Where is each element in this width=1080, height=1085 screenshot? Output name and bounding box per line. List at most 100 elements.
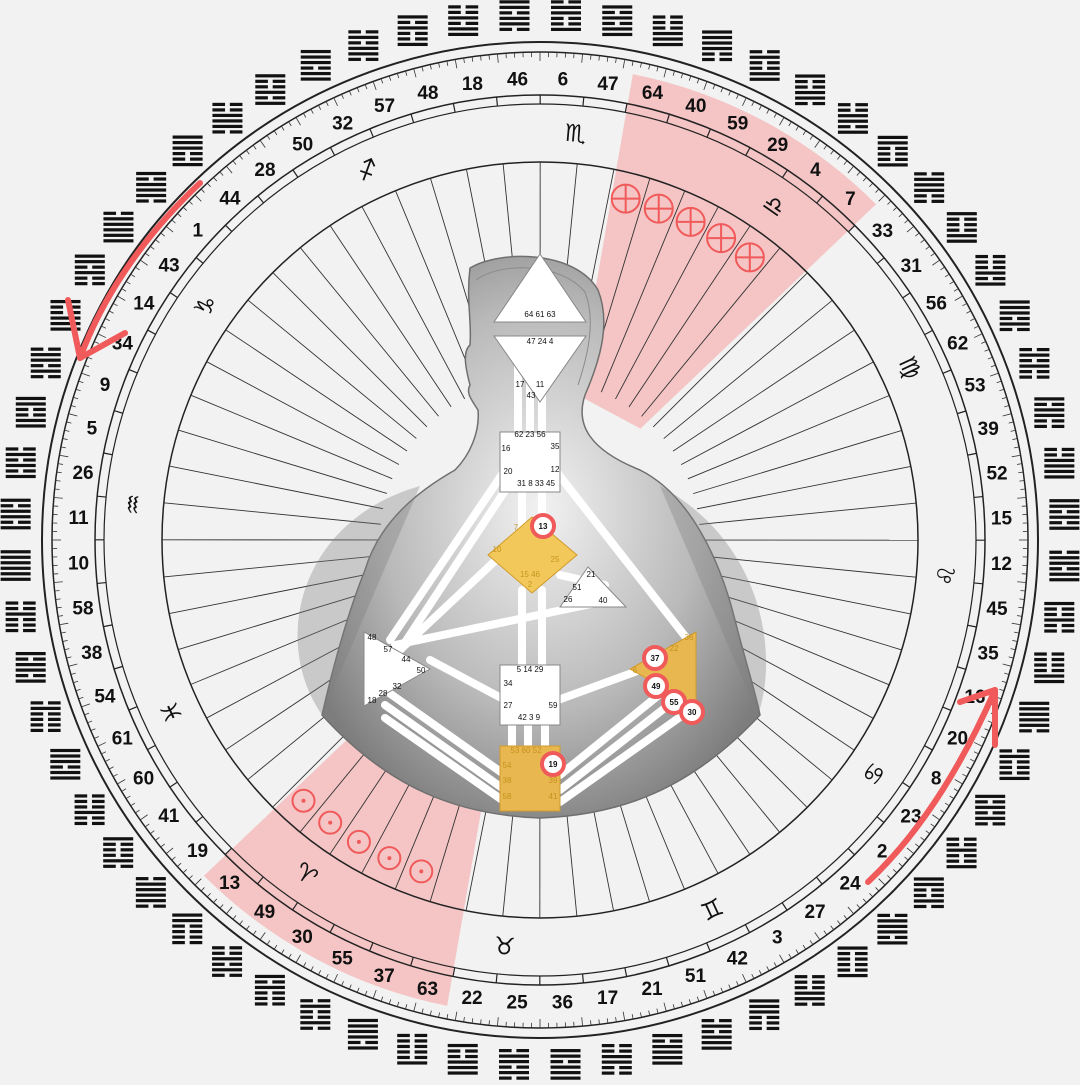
- degree-tick: [664, 69, 666, 78]
- degree-tick: [713, 84, 715, 89]
- gate-divider: [258, 196, 264, 203]
- degree-tick: [71, 673, 76, 674]
- hexagram-icon: [136, 172, 166, 203]
- degree-tick: [926, 831, 930, 834]
- degree-tick: [974, 326, 978, 328]
- degree-tick: [831, 150, 834, 154]
- gate-divider: [957, 411, 966, 414]
- gate-number-11: 11: [69, 508, 90, 529]
- degree-tick: [837, 921, 840, 925]
- spleen-gate-28: 28: [379, 689, 388, 698]
- throat-gates-bottom: 31 8 33 45: [517, 479, 555, 488]
- degree-tick: [945, 803, 949, 806]
- degree-tick: [389, 999, 391, 1004]
- gate-divider: [816, 877, 822, 884]
- degree-tick: [803, 131, 806, 135]
- hexagram-icon: [602, 1044, 632, 1075]
- hexagram-icon: [878, 136, 908, 167]
- degree-tick: [497, 1017, 498, 1026]
- degree-tick: [907, 226, 914, 232]
- degree-tick: [905, 857, 909, 860]
- hexagram-icon: [103, 212, 133, 243]
- degree-tick: [183, 869, 187, 872]
- taurus-icon: ♉: [493, 932, 517, 962]
- sagittarius-icon: ♐: [352, 153, 383, 187]
- degree-tick: [281, 126, 284, 130]
- degree-tick: [1012, 455, 1021, 457]
- degree-tick: [582, 1017, 583, 1026]
- gate-number-5: 5: [87, 419, 98, 440]
- degree-tick: [899, 863, 903, 866]
- gate-spoke: [273, 273, 427, 427]
- gate-spoke: [164, 503, 381, 524]
- gate-number-8: 8: [931, 769, 942, 790]
- degree-tick: [88, 721, 93, 723]
- degree-tick: [439, 63, 440, 68]
- gate-number-38: 38: [81, 643, 102, 664]
- gate-divider: [974, 497, 983, 498]
- hexagram-icon: [1019, 348, 1049, 379]
- degree-tick: [240, 155, 243, 159]
- degree-tick: [607, 1018, 608, 1023]
- degree-tick: [681, 73, 682, 78]
- gate-number-46: 46: [507, 70, 528, 91]
- hexagram-icon: [652, 1034, 682, 1065]
- degree-tick: [974, 742, 982, 746]
- degree-tick: [837, 155, 840, 159]
- degree-tick: [940, 810, 944, 813]
- degree-tick: [752, 974, 754, 978]
- degree-tick: [863, 177, 866, 181]
- gate-number-27: 27: [804, 902, 825, 923]
- degree-tick: [66, 422, 71, 423]
- degree-tick: [172, 857, 176, 860]
- gate-number-39: 39: [978, 419, 999, 440]
- hexagram-icon: [348, 30, 378, 61]
- gate-spoke: [226, 330, 407, 451]
- degree-tick: [56, 599, 61, 600]
- degree-tick: [207, 183, 210, 187]
- gate-divider: [97, 496, 106, 497]
- degree-tick: [497, 54, 498, 63]
- gate-spoke: [178, 430, 387, 493]
- gate-number-60: 60: [133, 768, 154, 789]
- degree-tick: [88, 357, 93, 359]
- degree-tick: [373, 81, 376, 89]
- degree-tick: [274, 131, 277, 135]
- degree-tick: [767, 109, 769, 113]
- hexagram-icon: [602, 5, 632, 36]
- hexagram-icon: [947, 838, 977, 869]
- degree-tick: [673, 1004, 674, 1009]
- degree-tick: [780, 955, 785, 963]
- svg-text:49: 49: [652, 682, 661, 691]
- gate-number-63: 63: [417, 979, 438, 1000]
- degree-tick: [713, 991, 715, 996]
- degree-tick: [84, 365, 89, 367]
- degree-tick: [752, 101, 754, 105]
- degree-tick: [759, 105, 761, 109]
- degree-tick: [590, 1020, 591, 1025]
- hexagram-icon: [300, 999, 330, 1030]
- hexagram-icon: [551, 0, 581, 31]
- degree-tick: [657, 1009, 658, 1014]
- degree-tick: [1003, 414, 1012, 416]
- gate-divider: [104, 453, 113, 455]
- gate-number-31: 31: [901, 256, 923, 277]
- gate-number-47: 47: [597, 74, 618, 95]
- degree-tick: [303, 113, 305, 117]
- degree-tick: [81, 373, 89, 376]
- degree-tick: [63, 439, 68, 440]
- degree-tick: [166, 226, 173, 232]
- hexagram-icon: [136, 877, 166, 908]
- gate-spoke: [693, 430, 902, 493]
- degree-tick: [869, 893, 872, 897]
- root-gate-54: 54: [503, 761, 512, 770]
- hexagram-icon: [103, 837, 133, 868]
- degree-tick: [704, 990, 707, 998]
- gate-number-2: 2: [877, 841, 888, 862]
- svg-text:30: 30: [688, 708, 697, 717]
- degree-tick: [1009, 657, 1014, 658]
- gate-divider: [196, 258, 203, 264]
- degree-tick: [999, 389, 1004, 391]
- earth-mark-icon: [707, 224, 735, 252]
- degree-tick: [774, 113, 776, 117]
